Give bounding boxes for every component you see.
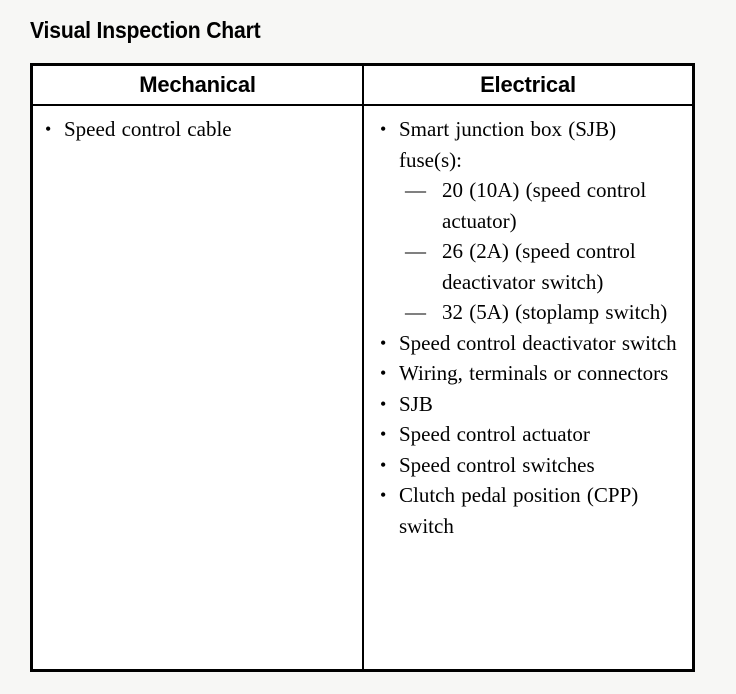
bullet-icon: •	[380, 119, 387, 139]
list-item: • Speed control switches	[377, 450, 680, 481]
list-item: • SJB	[377, 389, 680, 420]
fuse-sub-list: — 20 (10A) (speed control actuator) — 26…	[399, 175, 680, 328]
bullet-icon: •	[380, 332, 387, 353]
bullet-icon: •	[380, 454, 387, 475]
cell-electrical: • Smart junction box (SJB) fuse(s): — 20…	[364, 106, 692, 669]
mechanical-item-list: • Speed control cable	[42, 114, 352, 145]
page-title: Visual Inspection Chart	[30, 17, 261, 43]
list-item-label: Smart junction box (SJB) fuse(s):	[399, 117, 617, 172]
list-item-label: Speed control deactivator switch	[399, 330, 677, 355]
list-item-label: Speed control actuator	[399, 422, 590, 446]
em-dash-icon: —	[405, 239, 426, 263]
list-item: • Speed control actuator	[377, 419, 680, 450]
list-item-label: Speed control cable	[64, 117, 232, 141]
electrical-item-list: • Smart junction box (SJB) fuse(s): — 20…	[377, 114, 680, 541]
list-item-label: Clutch pedal position (CPP) switch	[399, 483, 639, 538]
list-item: • Speed control deactivator switch	[377, 328, 680, 359]
bullet-icon: •	[380, 363, 387, 383]
column-divider	[362, 66, 364, 669]
sub-list-item-label: 26 (2A) (speed control deactivator switc…	[442, 239, 636, 294]
column-header-electrical: Electrical	[480, 72, 576, 97]
bullet-icon: •	[380, 485, 387, 505]
bullet-icon: •	[380, 393, 387, 414]
list-item: • Smart junction box (SJB) fuse(s): — 20…	[377, 114, 680, 328]
bullet-icon: •	[380, 424, 387, 444]
bullet-icon: •	[45, 119, 52, 139]
column-header-mechanical: Mechanical	[139, 72, 256, 97]
sub-list-item-label: 32 (5A) (stoplamp switch)	[442, 300, 668, 324]
list-item-label: Wiring, terminals or connectors	[399, 361, 669, 385]
sub-list-item: — 26 (2A) (speed control deactivator swi…	[399, 236, 680, 297]
sub-list-item-label: 20 (10A) (speed control actuator)	[442, 178, 647, 233]
list-item: • Clutch pedal position (CPP) switch	[377, 480, 680, 541]
sub-list-item: — 20 (10A) (speed control actuator)	[399, 175, 680, 236]
em-dash-icon: —	[405, 300, 426, 324]
list-item-label: SJB	[399, 391, 433, 416]
visual-inspection-table: Mechanical Electrical • Speed control ca…	[30, 63, 695, 672]
sub-list-item: — 32 (5A) (stoplamp switch)	[399, 297, 680, 328]
list-item: • Speed control cable	[42, 114, 352, 145]
em-dash-icon: —	[405, 178, 426, 202]
list-item-label: Speed control switches	[399, 452, 595, 477]
list-item: • Wiring, terminals or connectors	[377, 358, 680, 389]
cell-mechanical: • Speed control cable	[33, 106, 362, 669]
